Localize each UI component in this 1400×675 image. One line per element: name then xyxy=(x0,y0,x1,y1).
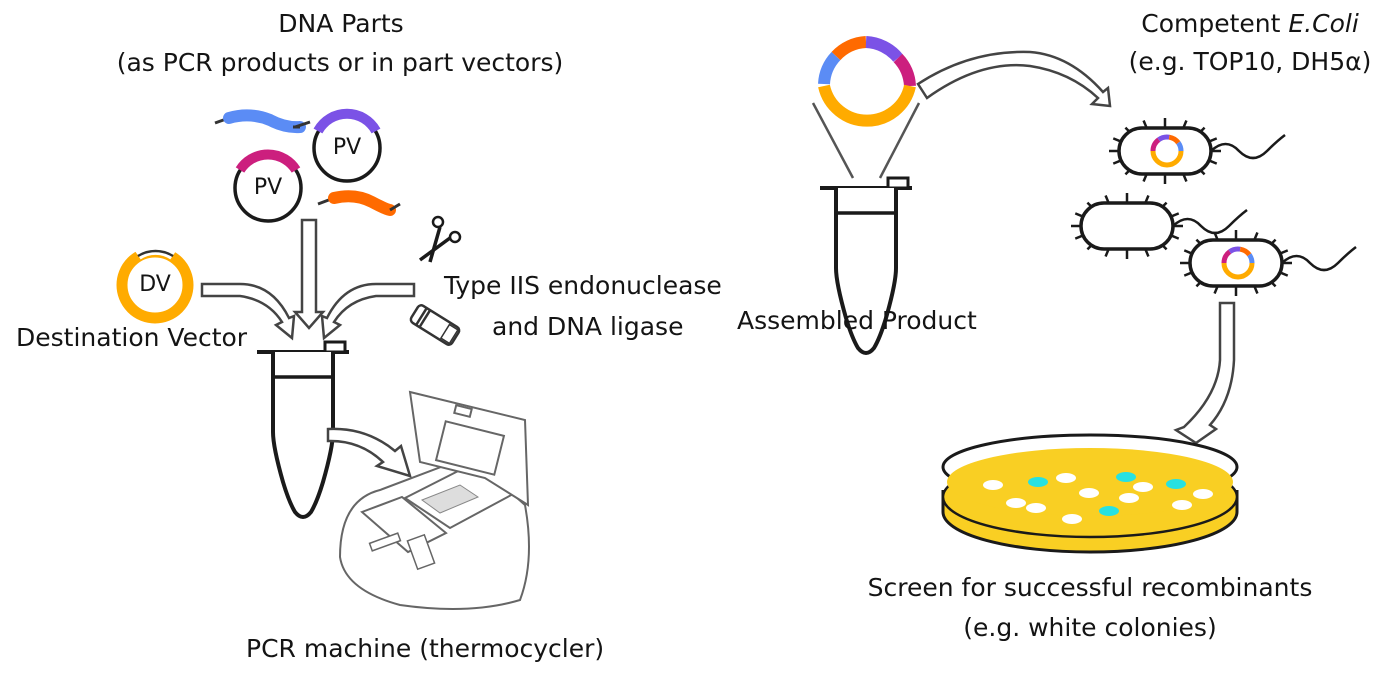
part-vector-2 xyxy=(312,108,382,183)
blue-colony xyxy=(1116,472,1136,482)
destination-vector-label: Destination Vector xyxy=(16,323,248,352)
bacterium-empty xyxy=(1071,193,1248,259)
assembled-plasmid xyxy=(818,36,916,127)
arrow-from-enzymes xyxy=(320,282,416,341)
arrow-from-dv xyxy=(200,282,296,341)
bacterium-with-plasmid-2 xyxy=(1180,230,1357,296)
ligase-tube-icon xyxy=(409,304,461,346)
plasmid-segment xyxy=(1247,253,1255,264)
dna-parts-title: DNA Parts xyxy=(278,9,404,38)
arrow-to-pcr xyxy=(326,427,412,478)
plasmid-segment xyxy=(1176,141,1184,152)
plasmid-segment xyxy=(1228,246,1241,254)
blue-colony xyxy=(1166,479,1186,489)
white-colony xyxy=(1062,514,1082,524)
pcr-product-orange xyxy=(317,190,401,216)
white-colony xyxy=(1056,473,1076,483)
competent-ecoli-label: Competent E.Coli xyxy=(1110,8,1390,40)
enzyme-label-line1: Type IIS endonuclease xyxy=(444,271,722,300)
plasmid-segment xyxy=(1157,134,1170,142)
species-name: E.Coli xyxy=(1288,9,1359,38)
scissors-icon xyxy=(418,215,462,263)
white-colony xyxy=(1119,493,1139,503)
pv-label-1: PV xyxy=(253,175,283,200)
zoom-lines xyxy=(811,102,921,179)
dv-label: DV xyxy=(139,272,171,297)
pcr-machine-label: PCR machine (thermocycler) xyxy=(246,634,605,663)
white-colony xyxy=(1172,500,1192,510)
colonies xyxy=(983,472,1213,524)
bacteria-group xyxy=(1071,118,1357,296)
plasmid-segment xyxy=(1239,246,1252,257)
white-colony xyxy=(1193,489,1213,499)
screen-label-line2: (e.g. white colonies) xyxy=(963,613,1217,642)
plasmid-segment xyxy=(1150,137,1161,152)
assembled-product-label: Assembled Product xyxy=(737,306,977,335)
plasmid-segment xyxy=(1221,249,1232,264)
bacterium-with-plasmid-1 xyxy=(1109,118,1286,184)
dna-parts-subtitle: (as PCR products or in part vectors) xyxy=(116,48,564,77)
blue-colony xyxy=(1028,477,1048,487)
pcr-product-blue xyxy=(214,109,311,134)
destination-vector xyxy=(116,241,194,324)
white-colony xyxy=(1026,503,1046,513)
enzyme-label-line2: and DNA ligase xyxy=(492,312,684,341)
part-vector-1 xyxy=(233,149,303,223)
competent-examples: (e.g. TOP10, DH5α) xyxy=(1128,47,1372,76)
plasmid-segment xyxy=(1221,262,1255,280)
pcr-machine-icon xyxy=(338,390,530,610)
screen-label-line1: Screen for successful recombinants xyxy=(867,573,1313,602)
blue-colony xyxy=(1099,506,1119,516)
white-colony xyxy=(983,480,1003,490)
competent-prefix: Competent xyxy=(1141,9,1289,38)
arrow-to-plate xyxy=(1173,301,1236,445)
arrow-down-parts xyxy=(292,218,326,330)
arrow-to-ecoli xyxy=(916,50,1112,108)
plasmid-segment xyxy=(1150,150,1184,168)
white-colony xyxy=(1006,498,1026,508)
pv-label-2: PV xyxy=(332,135,362,160)
plasmid-segment xyxy=(1168,134,1181,145)
white-colony xyxy=(1079,488,1099,498)
white-colony xyxy=(1133,482,1153,492)
